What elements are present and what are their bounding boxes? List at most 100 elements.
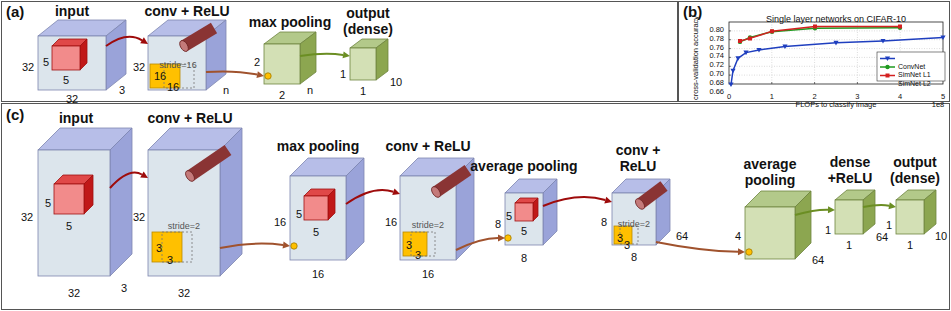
dimension-label-holder: 3: [406, 235, 412, 253]
layer-title: output (dense): [887, 155, 943, 186]
layer-box: input5532323: [38, 36, 106, 90]
chart-label: FLOPs to classify image: [796, 101, 877, 109]
filter-cylinder: [184, 28, 214, 46]
layer-cube: [88, 0, 266, 150]
filter-cylinder: [640, 186, 664, 204]
simnet-l2-line: [740, 26, 900, 41]
stride-label-holder: stride=2: [168, 215, 200, 233]
dimension-label-holder: 5: [506, 206, 512, 224]
kernel-side: [80, 39, 87, 70]
dimension-label: 8: [521, 252, 527, 264]
stride-patch: [162, 232, 192, 262]
dimension-label: 32: [21, 211, 33, 223]
chart-label: 1: [770, 93, 774, 101]
dimension-label: 1: [886, 219, 892, 231]
dimension-label-holder: 32: [133, 57, 145, 75]
unit-dot: [265, 73, 271, 79]
layer-title: conv + ReLU: [140, 111, 240, 126]
dimension-label: 1: [360, 85, 366, 97]
arrow-head: [828, 206, 835, 213]
dimension-label-holder: 3: [617, 228, 623, 246]
kernel-front: [54, 184, 84, 214]
dimension-label: 3: [624, 239, 630, 251]
layer-title: dense +ReLU: [825, 155, 875, 186]
arrow-head: [738, 248, 745, 255]
layer-title-holder: dense +ReLU: [825, 155, 875, 186]
dimension-label: 10: [935, 230, 947, 242]
dimension-label: 5: [296, 208, 302, 220]
layer-title-holder: max pooling: [268, 139, 368, 154]
layer-drawing: [290, 158, 364, 260]
layer-title: average pooling: [738, 157, 802, 188]
dimension-label: 32: [178, 287, 190, 299]
dimension-label-holder: 5: [521, 221, 527, 239]
layer-drawing: [612, 179, 670, 245]
stride-label: stride=2: [618, 220, 650, 230]
dimension-label-holder: 3: [121, 278, 127, 296]
layer-drawing: [745, 191, 811, 259]
layer-title-holder: output (dense): [887, 155, 943, 186]
dimension-label-holder: 32: [66, 89, 78, 107]
arrow-head: [888, 202, 896, 209]
legend-text: SimNet L1: [898, 71, 931, 79]
dimension-label-holder: 16: [385, 212, 397, 230]
dimension-label: 32: [22, 61, 34, 73]
kernel-side: [533, 198, 538, 221]
unit-dot: [746, 249, 752, 255]
chart-label: 2: [813, 93, 817, 101]
dimension-label-holder: 5: [63, 70, 69, 88]
layer-title: conv + ReLU: [610, 143, 666, 174]
stride-label-holder: stride=2: [618, 213, 650, 231]
arrow-head: [256, 71, 264, 78]
dimension-label: 64: [876, 231, 888, 243]
layer-title: conv + ReLU: [137, 4, 237, 19]
dimension-label: 5: [506, 210, 512, 222]
layer-box: dense +ReLU1164: [835, 200, 863, 234]
volume-front: [896, 200, 924, 234]
dimension-label: 16: [167, 81, 179, 93]
dimension-label-holder: 16: [422, 264, 434, 282]
dimension-label: 3: [167, 254, 173, 266]
layer-drawing: [38, 20, 126, 90]
simnet-l1-line: [740, 28, 900, 42]
volume-front: [505, 193, 543, 245]
dimension-label: n: [307, 84, 313, 96]
stride-label: stride=16: [159, 61, 196, 71]
dimension-label-holder: 5: [313, 222, 319, 240]
dimension-label-holder: 1: [825, 220, 831, 238]
kernel-front: [304, 196, 328, 220]
layer-box: conv + ReLUstride=2338864: [612, 193, 656, 245]
chart-label: Single layer networks on CIFAR-10: [766, 15, 906, 25]
chart-label: 0.66: [709, 88, 724, 96]
dimension-label-holder: 1: [886, 215, 892, 233]
dimension-label-holder: 3: [167, 250, 173, 268]
kernel-front: [52, 46, 80, 70]
legend-box: [877, 52, 945, 81]
dimension-label: 32: [133, 61, 145, 73]
volume-side: [300, 32, 316, 84]
panel-frame: (a)input5532323conv + ReLUstride=1616163…: [1, 1, 678, 102]
flow-arrow: [656, 242, 745, 255]
dimension-label: 5: [66, 220, 72, 232]
arrow-head: [283, 242, 290, 249]
legend-text-holder: ConvNet: [898, 55, 925, 73]
legend-sample: [885, 57, 890, 62]
stride-label-holder: stride=2: [412, 214, 444, 232]
dimension-label: 1: [846, 239, 852, 251]
dimension-label: n: [223, 84, 229, 96]
dimension-label-holder: 3: [415, 245, 421, 263]
dimension-label: 64: [812, 254, 824, 266]
legend-sample: [886, 74, 890, 78]
layer-box: average pooling464: [745, 207, 795, 259]
arrow-head: [498, 235, 505, 242]
dimension-label-holder: 2: [254, 52, 260, 70]
layer-title-holder: input: [32, 4, 112, 19]
dimension-label-holder: 32: [133, 207, 145, 225]
layer-title-holder: input: [36, 111, 116, 126]
volume-front: [745, 207, 795, 259]
layer-drawing: [264, 32, 316, 84]
chart-label: 3: [855, 93, 859, 101]
unit-dot: [505, 235, 511, 241]
dimension-label: 2: [254, 56, 260, 68]
chart-label: 0: [727, 93, 731, 101]
